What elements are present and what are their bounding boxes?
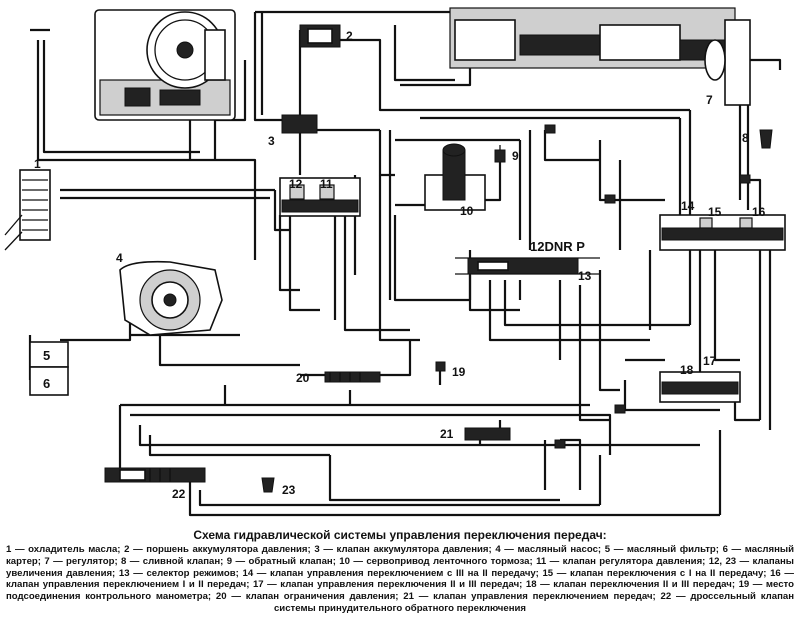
component-labels: 1 2 3 4 5 6 7 8 9 10 11 12 13 14 15 16 1… <box>34 29 766 501</box>
accumulator-valve <box>281 114 318 134</box>
label-10: 10 <box>460 204 474 218</box>
label-11: 11 <box>320 177 333 191</box>
label-5: 5 <box>43 348 50 363</box>
pressure-regulator-valve-block <box>279 177 361 217</box>
label-18: 18 <box>680 363 694 377</box>
label-15: 15 <box>708 205 722 219</box>
label-9: 9 <box>512 149 519 163</box>
label-12: 12 <box>289 177 303 191</box>
line-junctions <box>544 124 751 449</box>
label-2: 2 <box>346 29 353 43</box>
caption-legend: 1 — охладитель масла; 2 — поршень аккуму… <box>6 544 794 614</box>
label-19: 19 <box>452 365 466 379</box>
label-21: 21 <box>440 427 454 441</box>
shift-valve-block-lower <box>659 371 741 403</box>
transmission-housing-left <box>94 9 236 121</box>
gearbox-housing-right <box>449 7 751 106</box>
label-13: 13 <box>578 269 592 283</box>
oil-cooler <box>4 169 51 251</box>
band-brake-servo <box>424 143 486 211</box>
oil-sump <box>29 366 69 396</box>
drain-valve <box>759 129 773 149</box>
pressure-limit-valve <box>324 371 381 383</box>
accumulator-piston <box>299 24 341 48</box>
label-4: 4 <box>116 251 123 265</box>
label-7: 7 <box>706 93 713 107</box>
label-1: 1 <box>34 157 41 171</box>
oil-pump <box>119 260 223 336</box>
shift-control-valve <box>464 427 511 441</box>
mode-selector <box>455 257 600 275</box>
selector-positions-label: 12DNR P <box>530 239 585 254</box>
label-8: 8 <box>742 131 749 145</box>
diagram-caption: Схема гидравлической системы управления … <box>6 528 794 632</box>
label-22: 22 <box>172 487 186 501</box>
label-23: 23 <box>282 483 296 497</box>
label-20: 20 <box>296 371 310 385</box>
label-6: 6 <box>43 376 50 391</box>
label-16: 16 <box>752 205 766 219</box>
boost-valve <box>261 477 275 493</box>
gauge-connection-port <box>435 361 446 372</box>
label-17: 17 <box>703 354 717 368</box>
caption-title: Схема гидравлической системы управления … <box>193 528 607 542</box>
shift-valve-block-upper <box>659 214 786 251</box>
label-3: 3 <box>268 134 275 148</box>
throttle-valve <box>104 467 206 483</box>
hydraulic-circuit-diagram: 1 2 3 4 5 6 7 8 9 10 11 12 13 14 15 16 1… <box>4 7 786 517</box>
label-14: 14 <box>681 199 695 213</box>
check-valve <box>494 145 506 163</box>
